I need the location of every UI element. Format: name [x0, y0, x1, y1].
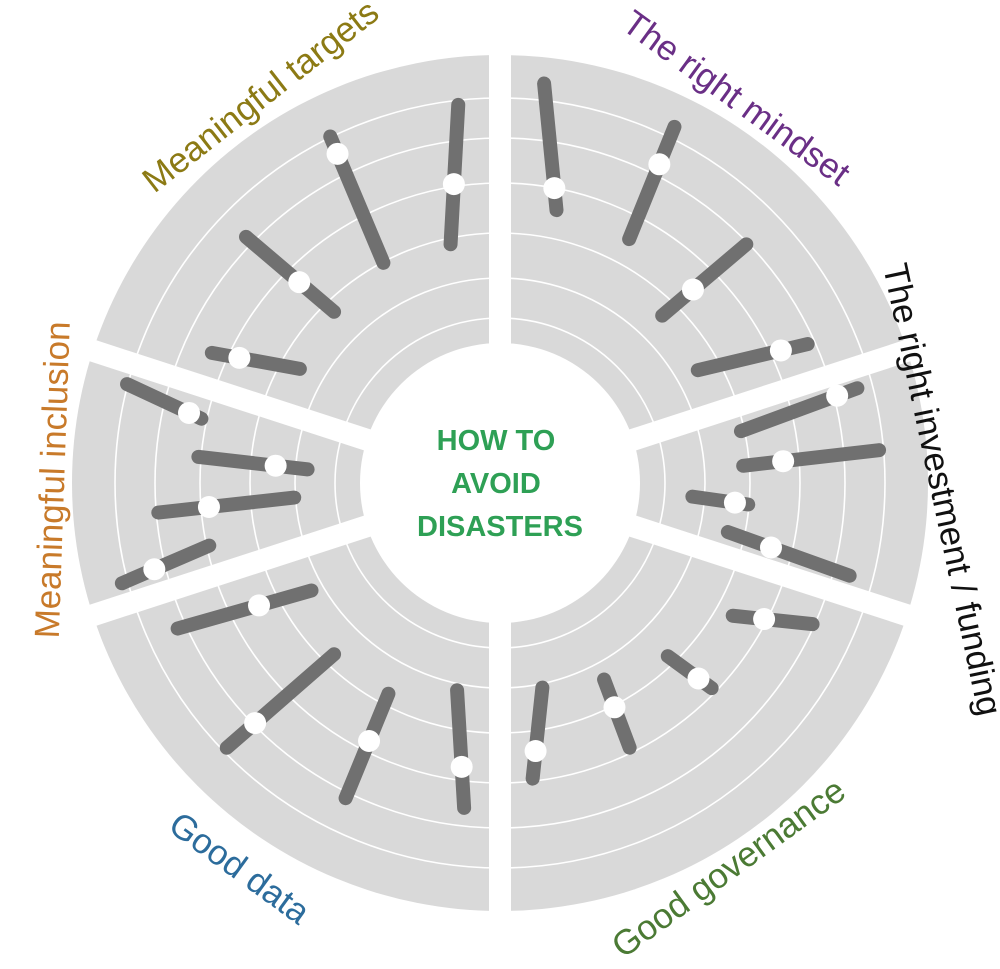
center-title-line-1: HOW TO — [437, 425, 556, 457]
segment-3-bar-4-marker — [759, 536, 782, 559]
segment-5-bars — [170, 583, 473, 815]
segment-3-bars — [685, 381, 887, 583]
bars-layer — [114, 76, 887, 815]
segment-3-bar-2-marker — [772, 450, 795, 473]
segment-6-bar-3-marker — [264, 454, 287, 477]
center-title-line-3: DISASTERS — [417, 511, 583, 543]
segment-2-bar-2 — [622, 119, 682, 247]
segment-5-bar-4-marker — [248, 594, 271, 617]
segment-2-bars — [537, 76, 815, 378]
segment-4-bar-3-marker — [603, 696, 626, 719]
segment-6-bar-1 — [114, 538, 217, 591]
segment-4-bars — [524, 608, 820, 786]
segment-2-bar-1-marker — [543, 177, 566, 200]
segment-6-bar-4-marker — [178, 401, 201, 424]
center-title: HOW TO AVOID DISASTERS — [417, 425, 583, 543]
segment-5-bar-2-marker — [358, 729, 381, 752]
segment-4-bar-4-marker — [524, 740, 547, 763]
center-title-line-2: AVOID — [451, 468, 541, 500]
segment-5-bar-3 — [219, 647, 342, 755]
segment-3-bar-3-marker — [723, 491, 746, 514]
segment-1-bars — [204, 97, 466, 376]
segment-3-bar-1-marker — [826, 384, 849, 407]
center-disc — [360, 343, 640, 623]
segment-4-bar-4 — [525, 680, 550, 786]
segment-5-bar-1 — [450, 683, 472, 815]
segment-5-bar-1-marker — [450, 755, 473, 778]
segment-2-bar-3 — [655, 237, 754, 323]
segment-1-bar-2 — [239, 229, 342, 319]
segment-1-bar-4-marker — [442, 173, 465, 196]
segment-4-bar-1-marker — [753, 608, 776, 631]
segment-1-bar-2-marker — [288, 271, 311, 294]
segment-1-bar-3-marker — [326, 142, 349, 165]
segment-2-bar-3-marker — [681, 278, 704, 301]
segment-6-bars — [114, 377, 315, 591]
segment-3-bar-4 — [720, 525, 857, 583]
segment-2-bar-2-marker — [648, 153, 671, 176]
segment-5-bar-4 — [170, 583, 319, 636]
segment-6-bar-1-marker — [143, 558, 166, 581]
segment-1-bar-1-marker — [228, 346, 251, 369]
segment-5-bar-3-marker — [244, 712, 267, 735]
segment-6-bar-2 — [151, 490, 302, 520]
segment-6-bar-3 — [191, 449, 315, 477]
segment-label-6: Meaningful inclusion — [28, 321, 78, 639]
segment-1-bar-1 — [204, 345, 307, 376]
segment-2-bar-4-marker — [769, 339, 792, 362]
segment-3-bar-2 — [736, 443, 887, 473]
segment-4-bar-2-marker — [687, 667, 710, 690]
segment-6-bar-2-marker — [197, 495, 220, 518]
